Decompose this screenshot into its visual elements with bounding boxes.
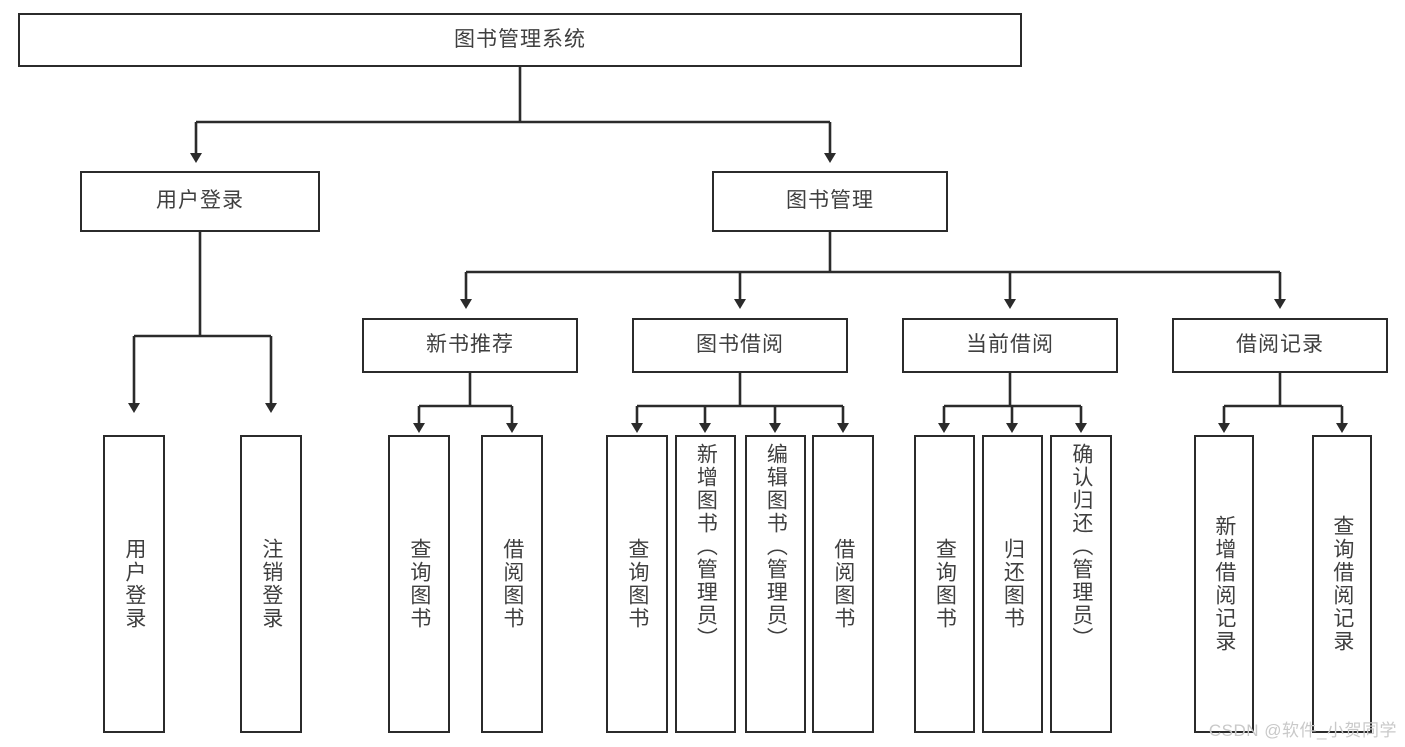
node-label: 查询借阅记录 xyxy=(1330,515,1354,653)
node-book-borrowing[interactable]: 图书借阅 xyxy=(632,318,848,373)
leaf-return-books[interactable]: 归还图书 xyxy=(982,435,1043,733)
node-label: 用户登录 xyxy=(156,189,244,213)
leaf-borrow-books[interactable]: 借阅图书 xyxy=(812,435,874,733)
leaf-confirm-return-admin[interactable]: 确认归还（管理员） xyxy=(1050,435,1112,733)
node-label: 确认归还（管理员） xyxy=(1069,443,1093,650)
node-book-management[interactable]: 图书管理 xyxy=(712,171,948,232)
node-label: 注销登录 xyxy=(259,538,283,630)
leaf-query-books-borrow[interactable]: 查询图书 xyxy=(606,435,668,733)
node-label: 查询图书 xyxy=(625,538,649,630)
leaf-borrow-books-recommend[interactable]: 借阅图书 xyxy=(481,435,543,733)
node-root-book-management-system[interactable]: 图书管理系统 xyxy=(18,13,1022,67)
node-borrowing-records[interactable]: 借阅记录 xyxy=(1172,318,1388,373)
node-label: 用户登录 xyxy=(122,538,146,630)
node-label: 图书管理 xyxy=(786,189,874,213)
leaf-user-login[interactable]: 用户登录 xyxy=(103,435,165,733)
node-label: 借阅图书 xyxy=(500,538,524,630)
leaf-add-borrow-record[interactable]: 新增借阅记录 xyxy=(1194,435,1254,733)
node-user-login[interactable]: 用户登录 xyxy=(80,171,320,232)
leaf-query-borrow-record[interactable]: 查询借阅记录 xyxy=(1312,435,1372,733)
node-label: 查询图书 xyxy=(407,538,431,630)
leaf-logout[interactable]: 注销登录 xyxy=(240,435,302,733)
node-label: 查询图书 xyxy=(933,538,957,630)
leaf-edit-book-admin[interactable]: 编辑图书（管理员） xyxy=(745,435,806,733)
node-label: 图书管理系统 xyxy=(454,27,586,51)
leaf-add-book-admin[interactable]: 新增图书（管理员） xyxy=(675,435,736,733)
node-label: 归还图书 xyxy=(1001,538,1025,630)
leaf-query-books-current[interactable]: 查询图书 xyxy=(914,435,975,733)
node-label: 新增图书（管理员） xyxy=(694,443,718,650)
node-label: 编辑图书（管理员） xyxy=(764,443,788,650)
node-label: 新书推荐 xyxy=(426,333,514,357)
node-label: 借阅记录 xyxy=(1236,333,1324,357)
node-label: 图书借阅 xyxy=(696,333,784,357)
leaf-query-books-recommend[interactable]: 查询图书 xyxy=(388,435,450,733)
node-current-borrowing[interactable]: 当前借阅 xyxy=(902,318,1118,373)
csdn-watermark: CSDN @软件_小贺同学 xyxy=(1208,721,1397,740)
node-label: 借阅图书 xyxy=(831,538,855,630)
node-label: 新增借阅记录 xyxy=(1212,515,1236,653)
node-label: 当前借阅 xyxy=(966,333,1054,357)
node-new-book-recommendation[interactable]: 新书推荐 xyxy=(362,318,578,373)
